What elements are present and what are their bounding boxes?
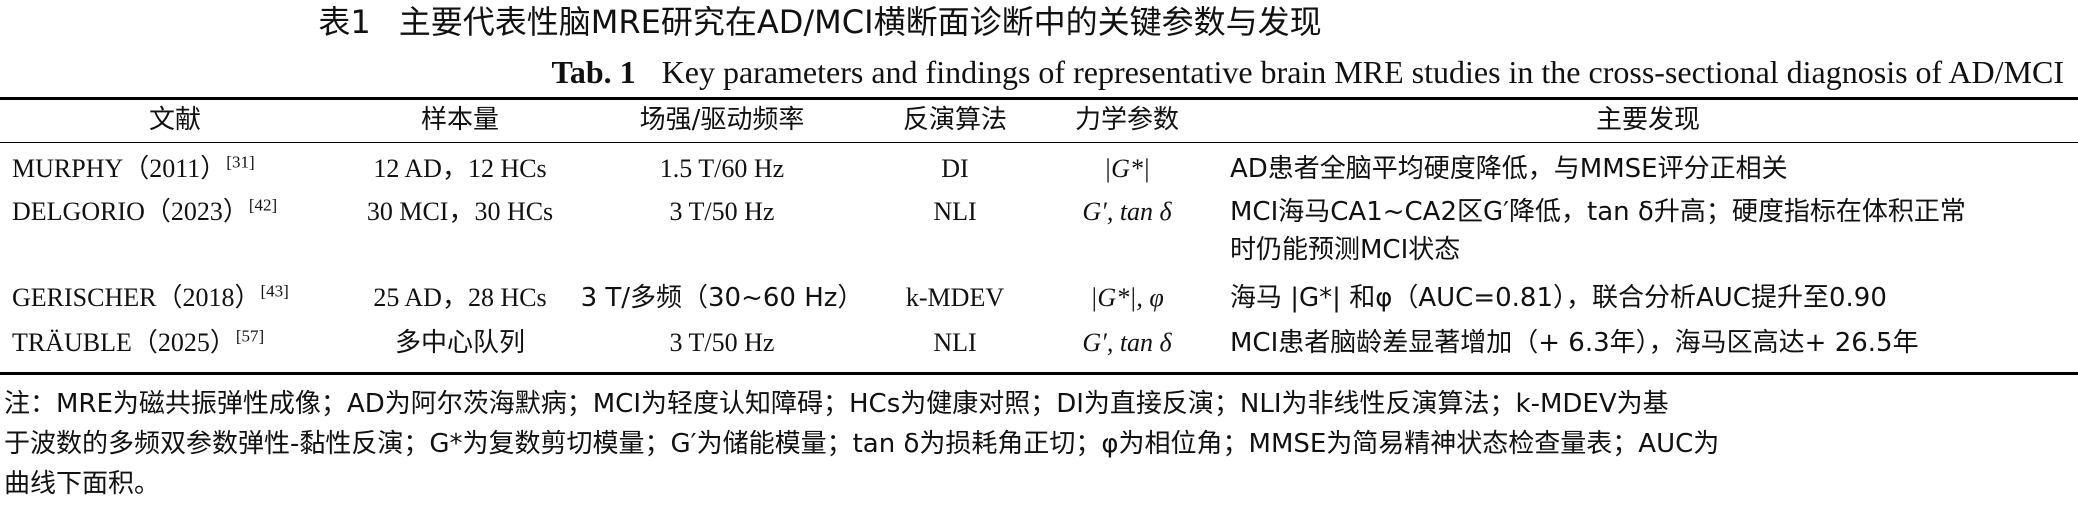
table-row-2-params: G′, tan δ <box>1082 197 1172 226</box>
citation-ref: [42] <box>248 195 278 215</box>
header-findings: 主要发现 <box>1595 105 1701 135</box>
table-row-2-findings-line-2: 时仍能预测MCI状态 <box>1230 235 1461 265</box>
header-sample: 样本量 <box>420 105 500 135</box>
header-field: 场强/驱动频率 <box>639 105 805 135</box>
table-row-1-algorithm: DI <box>941 154 969 183</box>
table-row-2-findings-line-1: MCI海马CA1~CA2区G′降低，tan δ升高；硬度指标在体积正常 <box>1230 197 1966 227</box>
footnote-line-2: 于波数的多频双参数弹性-黏性反演；G*为复数剪切模量；G′为储能模量；tan δ… <box>4 429 1720 459</box>
citation-ref: [31] <box>226 152 255 172</box>
table-footnote: 注：MRE为磁共振弹性成像；AD为阿尔茨海默病；MCI为轻度认知障碍；HCs为健… <box>4 384 2064 504</box>
table-caption-english: Tab. 1 Key parameters and findings of rep… <box>551 52 2064 92</box>
table-row-4-field: 3 T/50 Hz <box>669 328 775 357</box>
caption-en-text: Key parameters and findings of represent… <box>661 54 2064 90</box>
footnote-line-3: 曲线下面积。 <box>4 469 161 499</box>
table-row-1-study: MURPHY（2011）[31] <box>12 152 255 183</box>
header-algorithm: 反演算法 <box>902 105 1008 135</box>
table-bottom-rule <box>0 372 2078 375</box>
table-row-3-algorithm: k-MDEV <box>905 283 1005 312</box>
table-row-3-params: |G*|, φ <box>1090 283 1164 312</box>
table-row-3-study: GERISCHER（2018）[43] <box>12 281 289 312</box>
caption-cn-text: 主要代表性脑MRE研究在AD/MCI横断面诊断中的关键参数与发现 <box>398 3 1322 41</box>
table-caption-chinese: 表1 主要代表性脑MRE研究在AD/MCI横断面诊断中的关键参数与发现 <box>0 2 1640 42</box>
table-top-rule <box>0 97 2078 100</box>
table-row-4-algorithm: NLI <box>933 328 977 357</box>
table-row-2-study: DELGORIO（2023）[42] <box>12 195 278 226</box>
caption-cn-label: 表1 <box>318 3 371 41</box>
citation-ref: [57] <box>235 326 265 346</box>
citation-ref: [43] <box>260 281 289 301</box>
table-row-2-field: 3 T/50 Hz <box>669 197 775 226</box>
caption-en-label: Tab. 1 <box>551 54 636 90</box>
table-header-rule <box>0 142 2078 143</box>
header-study: 文献 <box>148 105 202 135</box>
table-row-4-findings: MCI患者脑龄差显著增加（+ 6.3年），海马区高达+ 26.5年 <box>1230 328 1919 358</box>
table-row-4-study: TRÄUBLE（2025）[57] <box>12 326 265 357</box>
table-row-1-field: 1.5 T/60 Hz <box>659 154 785 183</box>
table-row-1-params: |G*| <box>1103 154 1151 183</box>
header-params: 力学参数 <box>1074 105 1180 135</box>
table-row-4-params: G′, tan δ <box>1082 328 1172 357</box>
table-row-2-algorithm: NLI <box>933 197 977 226</box>
table-row-1-findings: AD患者全脑平均硬度降低，与MMSE评分正相关 <box>1230 154 1788 184</box>
table-row-3-findings: 海马 |G*| 和φ（AUC=0.81），联合分析AUC提升至0.90 <box>1230 283 1887 313</box>
table-row-4-sample: 多中心队列 <box>394 328 526 358</box>
table-row-2-sample: 30 MCI，30 HCs <box>366 197 554 226</box>
table-row-3-field: 3 T/多频（30~60 Hz） <box>580 283 864 313</box>
table-row-3-sample: 25 AD，28 HCs <box>373 283 547 312</box>
footnote-line-1: 注：MRE为磁共振弹性成像；AD为阿尔茨海默病；MCI为轻度认知障碍；HCs为健… <box>4 389 1669 419</box>
table-row-1-sample: 12 AD，12 HCs <box>373 154 547 183</box>
